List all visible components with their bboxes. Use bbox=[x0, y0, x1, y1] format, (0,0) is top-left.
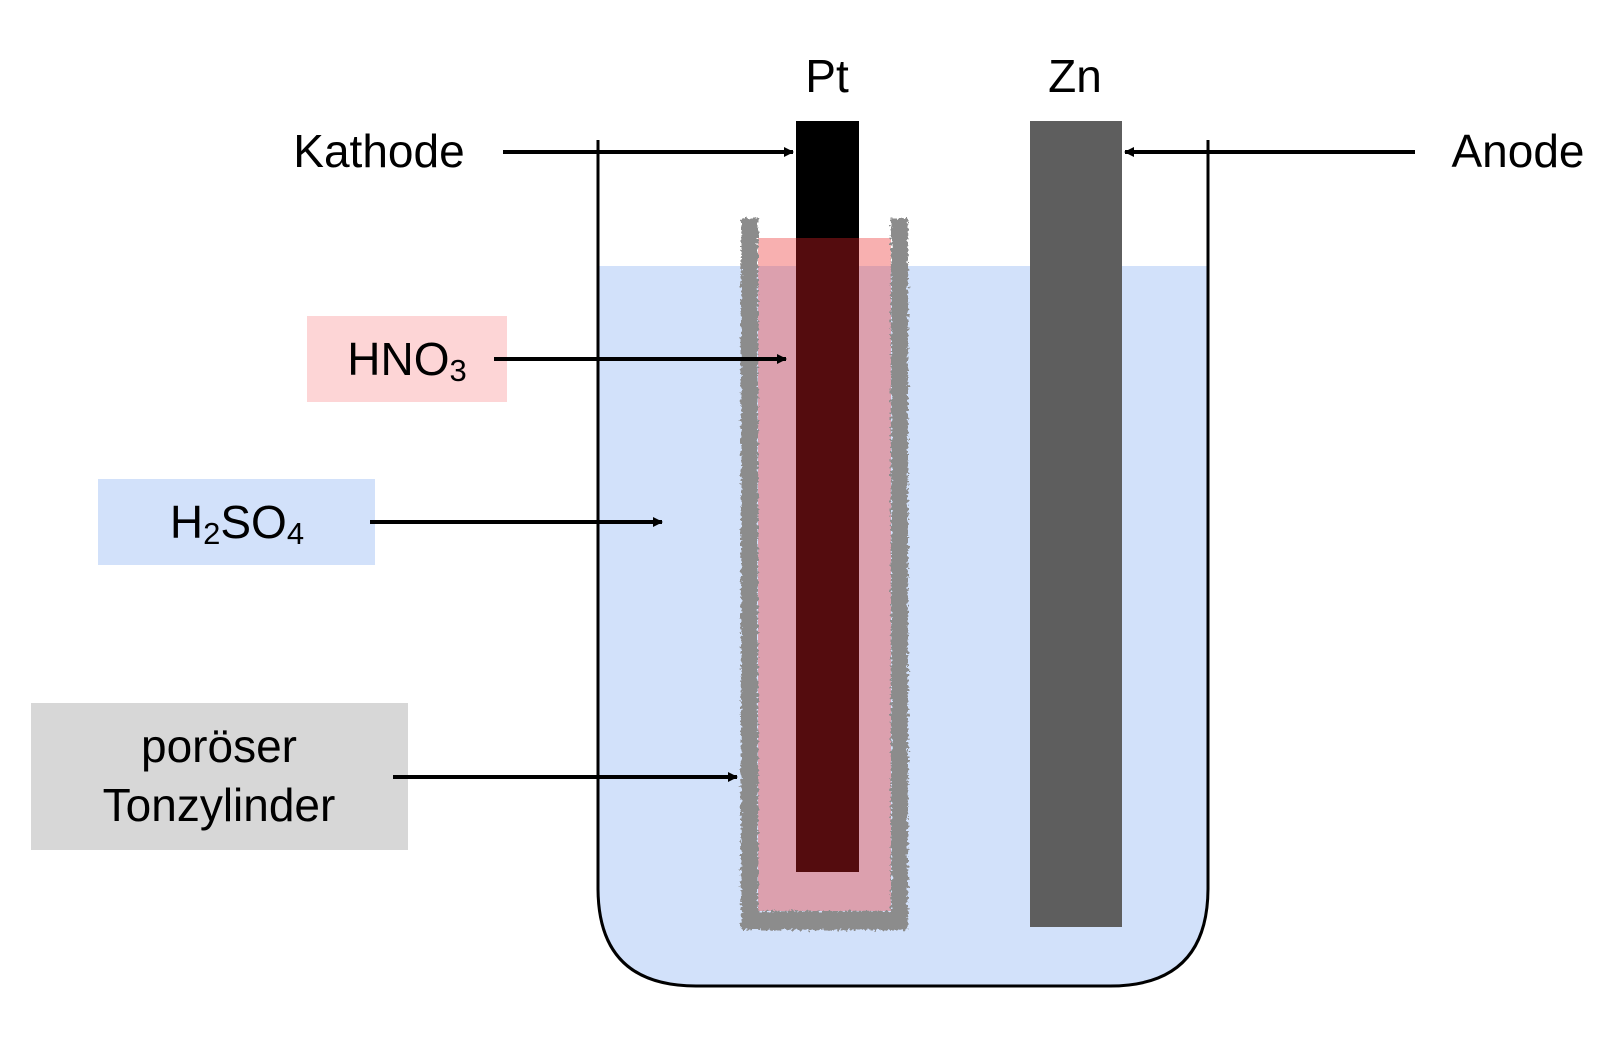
h2so4-sub2: 2 bbox=[203, 516, 220, 551]
h2so4-label-box bbox=[98, 479, 375, 565]
zn-label: Zn bbox=[1048, 50, 1102, 102]
h2so4-so: SO bbox=[220, 496, 286, 548]
clay-wall-bottom bbox=[741, 911, 908, 930]
porous-label-box bbox=[31, 703, 408, 850]
clay-wall-right bbox=[891, 218, 908, 930]
h2so4-sub4: 4 bbox=[287, 516, 304, 551]
cathode-label: Kathode bbox=[293, 125, 464, 177]
hno3-label: HNO3 bbox=[347, 333, 466, 388]
anode-label: Anode bbox=[1451, 125, 1584, 177]
h2so4-label: H2SO4 bbox=[170, 496, 304, 551]
porous-label-line2: Tonzylinder bbox=[103, 779, 336, 831]
hno3-sub: 3 bbox=[449, 353, 466, 388]
porous-label-line1: poröser bbox=[141, 720, 297, 772]
clay-wall-left bbox=[741, 218, 758, 930]
platinum-electrode-immersed bbox=[796, 238, 859, 872]
hno3-label-box bbox=[307, 316, 507, 402]
pt-label: Pt bbox=[805, 50, 849, 102]
beaker-outline bbox=[596, 140, 1210, 988]
hno3-main: HNO bbox=[347, 333, 449, 385]
porous-clay-cylinder bbox=[741, 218, 908, 930]
h2so4-h: H bbox=[170, 496, 203, 548]
zinc-electrode bbox=[1030, 121, 1122, 927]
platinum-electrode bbox=[796, 121, 859, 240]
